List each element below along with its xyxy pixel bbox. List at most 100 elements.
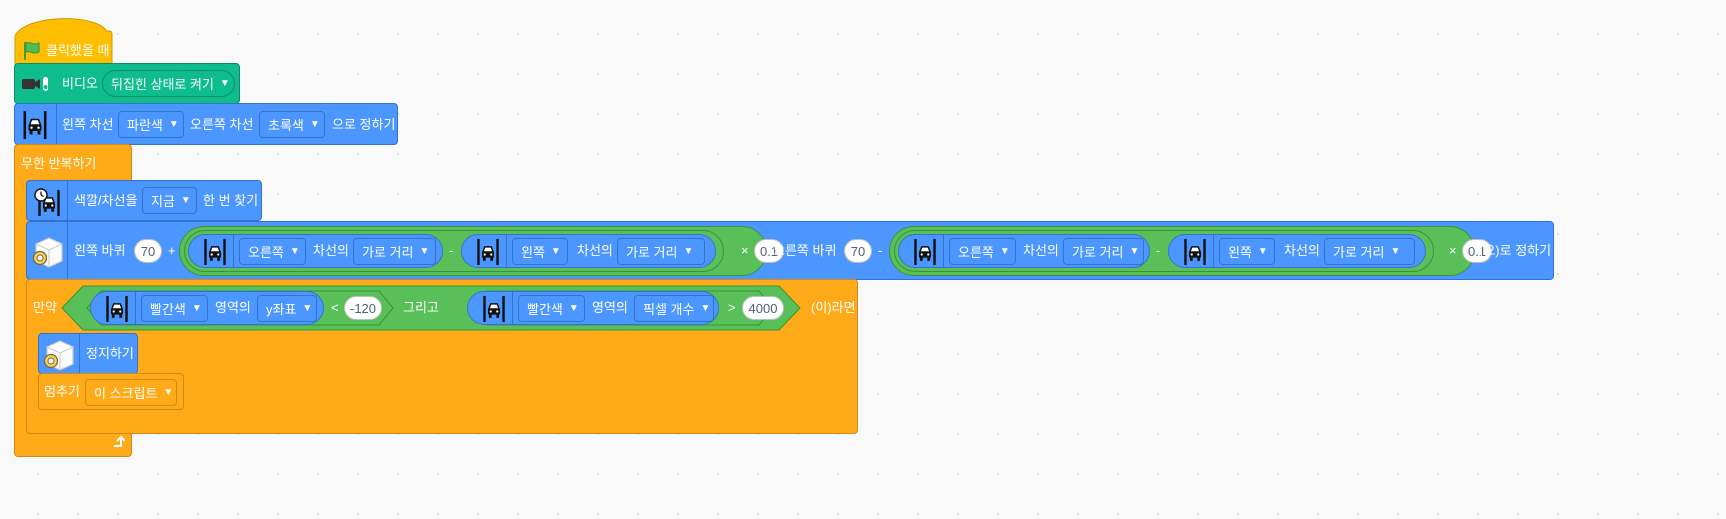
block-divider bbox=[67, 222, 68, 279]
left-lane-distance-reporter[interactable]: 왼쪽▼ 차선의 가로 거리▼ bbox=[461, 234, 716, 268]
right-multiply-reporter[interactable]: 오른쪽▼ 차선의 가로 거리▼ - 왼쪽▼ 차선의 가로 거리▼ × bbox=[889, 226, 1492, 276]
lane-car-icon bbox=[1183, 238, 1207, 266]
set-wheels-block[interactable]: 왼쪽 바퀴 70 + 오른쪽 ▼ 차선의 가로 거리 ▼ - bbox=[26, 221, 1554, 280]
distance-dropdown[interactable]: 가로 거리▼ bbox=[353, 238, 436, 265]
block-divider bbox=[506, 235, 507, 267]
left-side-dropdown[interactable]: 왼쪽▼ bbox=[1219, 238, 1275, 265]
color2-value: 빨간색 bbox=[527, 302, 563, 317]
stop-option-value: 이 스크립트 bbox=[94, 386, 158, 401]
forever-label: 무한 반복하기 bbox=[21, 156, 97, 171]
set-lanes-suffix: 으로 정하기 bbox=[332, 117, 396, 132]
lane-car-icon bbox=[203, 238, 227, 266]
value1-input[interactable]: -120 bbox=[344, 296, 382, 320]
lane-of-label: 차선의 bbox=[1023, 243, 1059, 258]
left-factor-input[interactable]: 0.1 bbox=[754, 239, 784, 263]
find-suffix: 한 번 찾기 bbox=[203, 193, 259, 208]
distance-dropdown[interactable]: 가로 거리▼ bbox=[617, 238, 705, 265]
right-lane-distance-reporter[interactable]: 오른쪽▼ 차선의 가로 거리▼ bbox=[188, 234, 443, 268]
left-lane-color-dropdown[interactable]: 파란색▼ bbox=[118, 111, 184, 138]
times-operator: × bbox=[741, 243, 749, 258]
red-area-pixels-reporter[interactable]: 빨간색 ▼ 영역의 픽셀 개수 ▼ bbox=[467, 291, 719, 325]
distance-value: 가로 거리 bbox=[626, 245, 678, 260]
less-than-operator: < bbox=[331, 300, 339, 315]
area-of-label: 영역의 bbox=[592, 300, 628, 315]
dropdown-arrow-icon: ▼ bbox=[1390, 246, 1401, 257]
left-wheel-label: 왼쪽 바퀴 bbox=[74, 243, 126, 258]
dropdown-arrow-icon: ▼ bbox=[168, 119, 179, 130]
times-operator: × bbox=[1449, 243, 1457, 258]
distance-dropdown[interactable]: 가로 거리 ▼ bbox=[1324, 238, 1415, 265]
plus-operator: + bbox=[168, 243, 176, 258]
right-lane-label: 오른쪽 차선 bbox=[190, 117, 254, 132]
greater-than-operator: > bbox=[728, 300, 736, 315]
video-mode-value: 뒤집힌 상태로 켜기 bbox=[111, 77, 214, 92]
dropdown-arrow-icon: ▼ bbox=[180, 195, 191, 206]
right-lane-color-value: 초록색 bbox=[268, 118, 304, 133]
dropdown-arrow-icon: ▼ bbox=[419, 246, 430, 257]
block-divider bbox=[56, 104, 57, 144]
stop-option-dropdown[interactable]: 이 스크립트 ▼ bbox=[85, 379, 177, 406]
area-of-label: 영역의 bbox=[215, 300, 251, 315]
dropdown-arrow-icon: ▼ bbox=[289, 246, 300, 257]
video-block[interactable]: 비디오 뒤집힌 상태로 켜기▼ bbox=[14, 63, 240, 104]
distance-value: 가로 거리 bbox=[1333, 245, 1385, 260]
if-block[interactable]: 만약 빨간색▼ 영역의 y좌표▼ < -120 그리고 빨간색▼ 영역의 픽셀 … bbox=[26, 279, 858, 434]
minus-operator: - bbox=[878, 243, 883, 258]
distance-value: 가로 거리 bbox=[1072, 245, 1124, 260]
distance-dropdown[interactable]: 가로 거리▼ bbox=[1063, 238, 1144, 265]
left-lane-distance-reporter[interactable]: 왼쪽▼ 차선의 가로 거리▼ bbox=[1168, 234, 1426, 268]
dropdown-arrow-icon: ▼ bbox=[700, 303, 711, 314]
find-when-dropdown[interactable]: 지금 ▼ bbox=[142, 187, 197, 214]
value2-input[interactable]: 4000 bbox=[742, 296, 784, 320]
left-side-value: 왼쪽 bbox=[521, 245, 545, 260]
robot-icon bbox=[31, 235, 65, 269]
robot-icon bbox=[42, 338, 76, 372]
stop-robot-block[interactable]: 정지하기 bbox=[38, 333, 138, 374]
red-area-y-reporter[interactable]: 빨간색 ▼ 영역의 y좌표▼ bbox=[90, 291, 324, 325]
dropdown-arrow-icon: ▼ bbox=[999, 246, 1010, 257]
lane-car-icon bbox=[22, 110, 48, 140]
video-mode-dropdown[interactable]: 뒤집힌 상태로 켜기▼ bbox=[102, 70, 235, 97]
left-side-dropdown[interactable]: 왼쪽▼ bbox=[512, 238, 568, 265]
dropdown-arrow-icon: ▼ bbox=[163, 387, 174, 398]
find-when-value: 지금 bbox=[151, 194, 175, 209]
right-subtract-reporter[interactable]: 오른쪽▼ 차선의 가로 거리▼ - 왼쪽▼ 차선의 가로 거리▼ bbox=[894, 230, 1434, 272]
dropdown-arrow-icon: ▼ bbox=[302, 303, 313, 314]
block-divider bbox=[67, 181, 68, 220]
find-once-block[interactable]: 색깔/차선을 지금▼ 한 번 찾기 bbox=[26, 180, 262, 221]
video-label: 비디오 bbox=[62, 76, 98, 91]
loop-arrow-icon bbox=[114, 435, 125, 447]
block-divider bbox=[1213, 235, 1214, 267]
measure2-value: 픽셀 개수 bbox=[643, 302, 695, 317]
color1-dropdown[interactable]: 빨간색 ▼ bbox=[141, 295, 208, 322]
right-side-value: 오른쪽 bbox=[248, 245, 284, 260]
left-multiply-reporter[interactable]: 오른쪽▼ 차선의 가로 거리▼ - 왼쪽▼ 차선의 가로 거리▼ bbox=[179, 226, 784, 276]
stop-script-block[interactable]: 멈추기 이 스크립트▼ bbox=[38, 373, 184, 410]
right-lane-color-dropdown[interactable]: 초록색▼ bbox=[259, 111, 325, 138]
right-side-dropdown[interactable]: 오른쪽 ▼ bbox=[239, 238, 306, 265]
right-lane-distance-reporter[interactable]: 오른쪽▼ 차선의 가로 거리▼ bbox=[898, 234, 1150, 268]
right-wheel-base-input[interactable]: 70 bbox=[844, 239, 872, 263]
left-lane-label: 왼쪽 차선 bbox=[62, 117, 114, 132]
block-divider bbox=[135, 292, 136, 324]
dropdown-arrow-icon: ▼ bbox=[1257, 246, 1268, 257]
lane-car-icon bbox=[913, 238, 937, 266]
set-lane-colors-block[interactable]: 왼쪽 차선 파란색▼ 오른쪽 차선 초록색▼ 으로 정하기 bbox=[14, 103, 398, 145]
video-camera-icon bbox=[22, 77, 48, 91]
color1-value: 빨간색 bbox=[150, 302, 186, 317]
minus-operator: - bbox=[1156, 243, 1161, 258]
block-divider bbox=[79, 334, 80, 373]
dropdown-arrow-icon: ▼ bbox=[191, 303, 202, 314]
measure2-dropdown[interactable]: 픽셀 개수 ▼ bbox=[634, 295, 714, 322]
left-wheel-base-input[interactable]: 70 bbox=[134, 239, 162, 263]
left-subtract-reporter[interactable]: 오른쪽▼ 차선의 가로 거리▼ - 왼쪽▼ 차선의 가로 거리▼ bbox=[184, 230, 724, 272]
lane-car-icon bbox=[482, 295, 506, 323]
when-clicked-label: 클릭했을 때 bbox=[46, 43, 110, 58]
right-factor-input[interactable]: 0.1 bbox=[1462, 239, 1492, 263]
block-divider bbox=[943, 235, 944, 267]
measure1-dropdown[interactable]: y좌표▼ bbox=[257, 295, 317, 322]
color2-dropdown[interactable]: 빨간색 ▼ bbox=[518, 295, 585, 322]
right-side-dropdown[interactable]: 오른쪽▼ bbox=[949, 238, 1016, 265]
dropdown-arrow-icon: ▼ bbox=[568, 303, 579, 314]
block-divider bbox=[233, 235, 234, 267]
